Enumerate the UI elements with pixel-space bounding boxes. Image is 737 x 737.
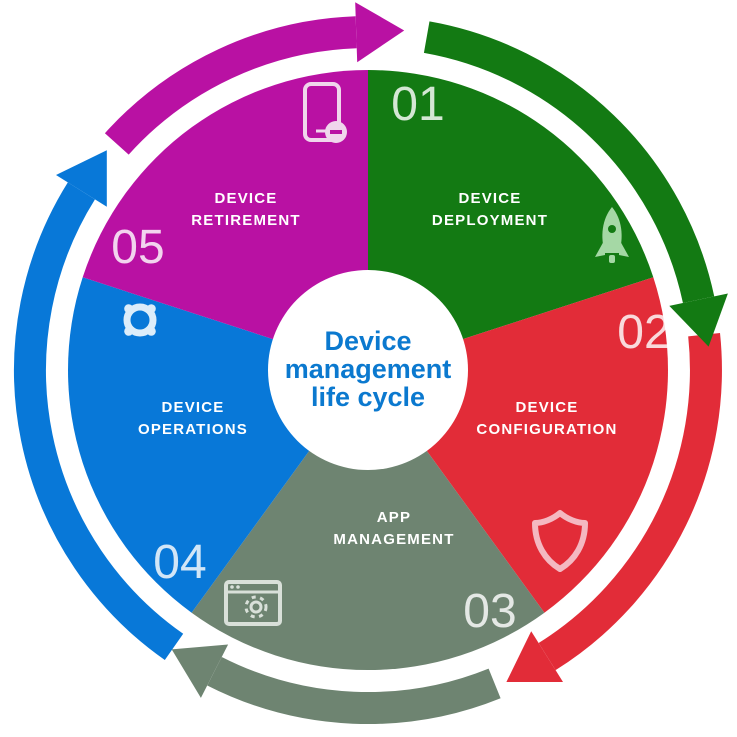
retirement-label-line1: DEVICE [214,190,277,207]
retirement-label-line2: RETIREMENT [191,212,301,229]
app-window-gear-icon [224,580,282,626]
configuration-arrowhead-icon [506,631,563,682]
wedge-device-retirement [82,70,368,370]
deployment-arrowhead-icon [669,293,728,347]
configuration-number: 02 [617,306,670,359]
operations-number: 04 [153,536,206,589]
center-title-line1: Device [324,326,411,356]
app-management-arrow [171,644,501,724]
configuration-label-line2: CONFIGURATION [476,421,617,438]
deployment-label-line2: DEPLOYMENT [432,212,548,229]
app-management-label-line2: MANAGEMENT [333,531,454,548]
operations-label-line2: OPERATIONS [138,421,248,438]
center-circle [268,270,468,470]
operations-label-line1: DEVICE [161,399,224,416]
app-management-label-line1: APP [377,509,411,526]
center-title-line2: management [285,354,452,384]
app-management-number: 03 [463,585,516,638]
configuration-arrow-arc [538,333,722,671]
center-hub: Device management life cycle [268,270,468,470]
rocket-icon [595,207,629,263]
phone-remove-icon [303,82,347,143]
deployment-number: 01 [391,78,444,131]
operations-arrow [14,150,184,660]
retirement-arrowhead-icon [355,2,405,63]
deployment-arrow [423,21,728,347]
deployment-label-line1: DEVICE [458,190,521,207]
configuration-label-line1: DEVICE [515,399,578,416]
retirement-arrow [104,2,405,155]
app-management-arrow-arc [207,656,501,724]
operations-arrow-arc [14,182,184,660]
outer-arrows [14,2,728,724]
segment-labels: DEVICE DEPLOYMENT DEVICE CONFIGURATION A… [138,190,617,548]
app-management-arrowhead-icon [171,644,229,698]
wedge-device-deployment [368,70,654,370]
retirement-arrow-arc [104,16,357,155]
operations-arrowhead-icon [56,150,107,207]
shield-icon [532,510,588,572]
segment-numbers: 01 02 03 04 05 [111,78,670,638]
retirement-number: 05 [111,221,164,274]
deployment-arrow-arc [423,21,715,304]
lifebuoy-icon [123,303,157,337]
center-title-line3: life cycle [311,382,425,412]
configuration-arrow [506,333,722,682]
